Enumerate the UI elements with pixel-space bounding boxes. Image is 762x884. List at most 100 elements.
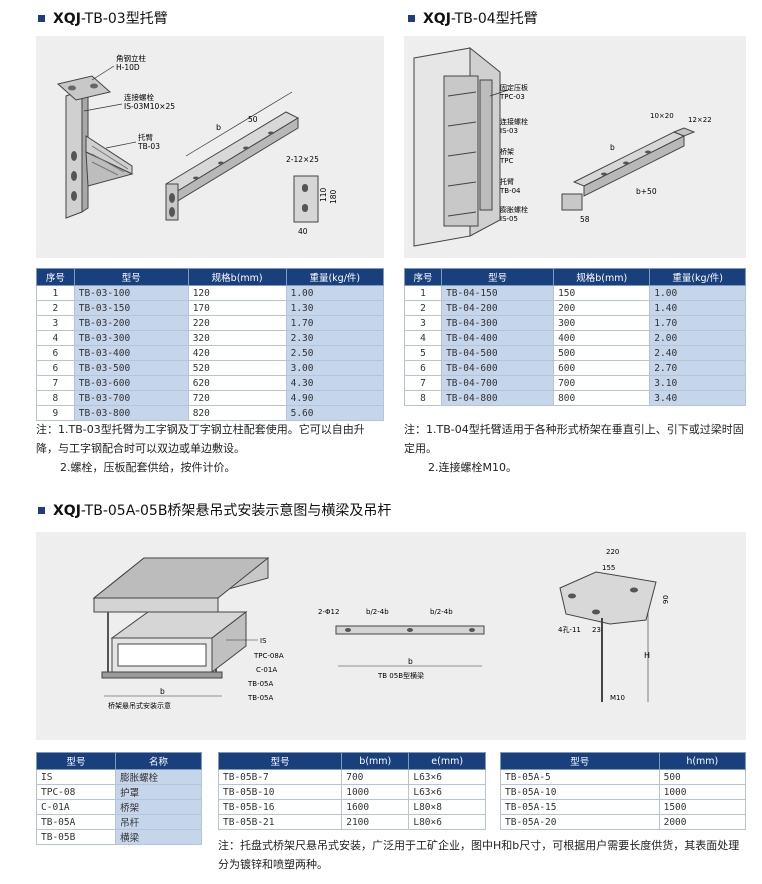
dim-12x22: 12×22 <box>688 116 712 124</box>
table-cell: 700 <box>553 375 651 391</box>
column-header: 名称 <box>115 752 202 770</box>
caption-beam: TB 05B型横梁 <box>377 671 424 680</box>
table-cell: 8 <box>36 390 75 406</box>
table-cell: 3.10 <box>649 375 746 391</box>
table-cell: 横梁 <box>115 829 202 845</box>
figure-tb05: IS TPC-08A C-01A TB-05A TB-05A b 桥架悬吊式安装… <box>36 532 746 740</box>
label-bolt: 连接螺栓 <box>124 92 154 102</box>
table-cell: 6 <box>36 345 75 361</box>
table-header-row: 序号型号规格b(mm)重量(kg/件) <box>36 268 385 286</box>
table-cell: 800 <box>553 390 651 406</box>
dim-beam-b: b <box>408 657 413 666</box>
label-tpc: TPC <box>499 157 513 165</box>
table-cell: 6 <box>36 360 75 376</box>
table-cell: TB-03-300 <box>73 330 189 346</box>
part-is: IS <box>260 637 267 645</box>
table-cell: TB-05A-10 <box>500 784 660 800</box>
column-header: e(mm) <box>408 752 486 770</box>
section-title-tb03: XQJ-TB-03型托臂 <box>38 8 168 28</box>
column-header: 规格b(mm) <box>187 268 287 286</box>
label-is03b: IS-03 <box>500 127 518 135</box>
table-cell: 4.90 <box>285 390 385 406</box>
table-cell: 1.70 <box>649 315 746 331</box>
table-cell: 1000 <box>658 784 747 800</box>
table-cell: TB-04-400 <box>441 330 555 346</box>
table-cell: 500 <box>553 345 651 361</box>
bullet-square-icon <box>38 14 45 22</box>
dim-50: 50 <box>248 115 258 124</box>
label-tb03: TB-03 <box>137 142 160 151</box>
note-tb03: 注：1.TB-03型托臂为工字钢及丁字钢立柱配套使用。它可以自由升降，与工字钢配… <box>36 423 365 474</box>
table-cell: 护罩 <box>115 784 202 800</box>
table-cell: TB-04-150 <box>441 285 555 301</box>
table-cell: 170 <box>187 300 287 316</box>
table-cell: TB-05B-7 <box>217 769 343 785</box>
table-cell: 720 <box>187 390 287 406</box>
table-cell: TB-03-800 <box>73 405 189 421</box>
tb03-drawing: 角钢立柱 H-10D 连接螺栓 IS-03M10×25 托臂 TB-03 b 5… <box>56 53 338 236</box>
dim-90: 90 <box>662 595 670 604</box>
section-title-tb04: XQJ-TB-04型托臂 <box>408 8 538 28</box>
section-title-tb05: XQJ-TB-05A-05B桥架悬吊式安装示意图与横梁及吊杆 <box>38 500 391 520</box>
dim-10x20: 10×20 <box>650 112 674 120</box>
table-cell: 桥架 <box>115 799 202 815</box>
table-cell: TB-03-500 <box>73 360 189 376</box>
part-tb05a-2: TB-05A <box>247 694 274 702</box>
table-cell: TB-03-200 <box>73 315 189 331</box>
table-cell: TB-04-200 <box>441 300 555 316</box>
table-cell: 500 <box>658 769 747 785</box>
table-cell: 1.00 <box>649 285 746 301</box>
bullet-square-icon <box>408 14 415 22</box>
table-cell: 1.40 <box>649 300 746 316</box>
table-cell: TB-04-700 <box>441 375 555 391</box>
table-cell: TB-03-150 <box>73 300 189 316</box>
column-header: 型号 <box>35 752 117 770</box>
table-cell: 吊杆 <box>115 814 202 830</box>
table-cell: 520 <box>187 360 287 376</box>
table-cell: 300 <box>553 315 651 331</box>
table-cell: TPC-08 <box>35 784 117 800</box>
label-is03: IS-03M10×25 <box>124 102 175 111</box>
caption-hanging: 桥架悬吊式安装示意 <box>108 701 171 710</box>
label-tray: 桥架 <box>500 147 514 156</box>
table-cell: TB-05B <box>35 829 117 845</box>
label-bolt04: 连接螺栓 <box>500 117 528 126</box>
table-cell: 220 <box>187 315 287 331</box>
label-arm: 托臂 <box>138 132 153 142</box>
table-cell: 1500 <box>658 799 747 815</box>
dim-2phi12: 2-Φ12 <box>318 608 339 616</box>
table-cell: 320 <box>187 330 287 346</box>
part-c01a: C-01A <box>256 666 277 674</box>
dim-b2-4b-1: b/2-4b <box>366 608 389 616</box>
table-cell: 4.30 <box>285 375 385 391</box>
table-cell: 3.00 <box>285 360 385 376</box>
table-cell: TB-04-800 <box>441 390 555 406</box>
table-cell: 2100 <box>341 814 410 830</box>
table-cell: TB-03-400 <box>73 345 189 361</box>
label-plate: 固定压板 <box>500 83 528 92</box>
table-cell: 4 <box>36 330 75 346</box>
dim-110: 110 <box>319 187 328 202</box>
table-cell: 1600 <box>341 799 410 815</box>
label-h10d: H-10D <box>116 63 140 72</box>
column-header: h(mm) <box>658 752 747 770</box>
column-header: 规格b(mm) <box>553 268 651 286</box>
note-tb04: 注：1.TB-04型托臂适用于各种形式桥架在垂直引上、引下或过梁时固定用。 2.… <box>404 423 744 474</box>
table-cell: 4 <box>403 330 443 346</box>
column-header: 型号 <box>73 268 189 286</box>
table-cell: 700 <box>341 769 410 785</box>
